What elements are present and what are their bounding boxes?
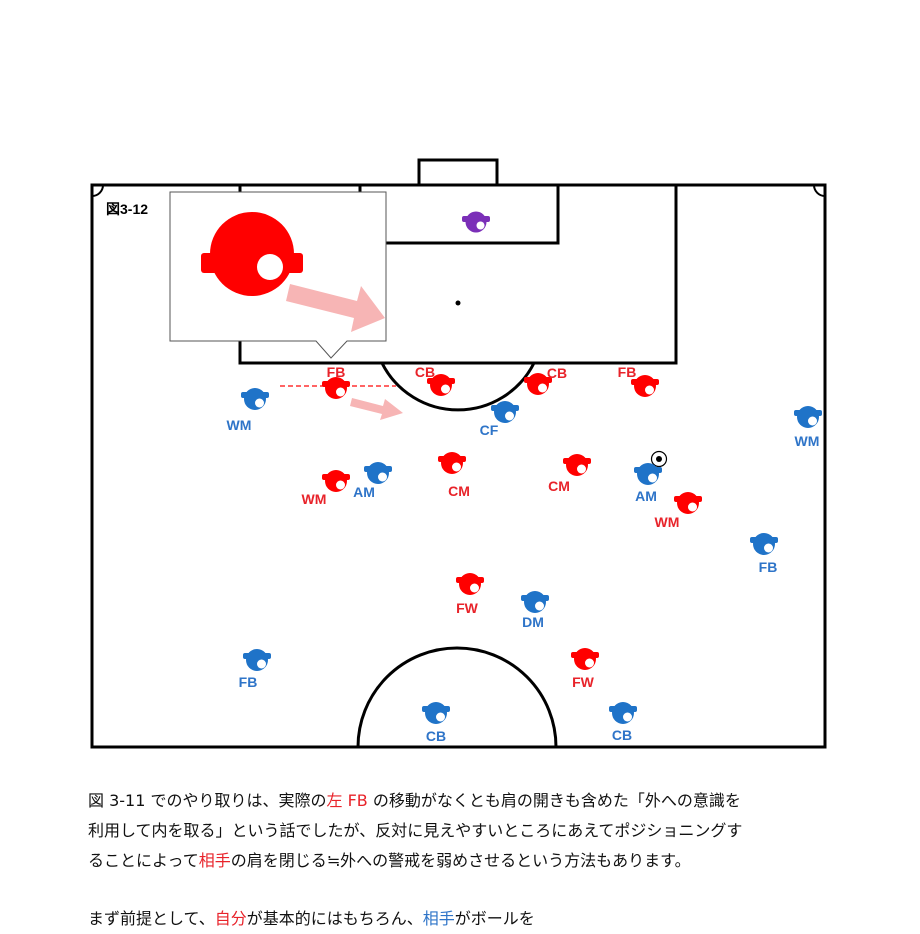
highlight-self: 自分 bbox=[214, 909, 247, 928]
highlight-left-fb: 左 FB bbox=[326, 791, 368, 810]
corner-arc-left bbox=[91, 184, 104, 197]
paragraph-text: 図 3-11 でのやり取りは、実際の bbox=[88, 791, 327, 810]
goal-area bbox=[358, 183, 560, 245]
blue-player-fb-7 bbox=[243, 649, 271, 671]
red-label-cb-1: CB bbox=[415, 364, 435, 380]
blue-player-cf-1 bbox=[491, 401, 519, 423]
penalty-arc bbox=[380, 362, 536, 412]
red-player-cb-1 bbox=[427, 374, 455, 396]
blue-player-cb-9 bbox=[609, 702, 637, 724]
paragraph-text: がボールを bbox=[454, 909, 535, 928]
blue-label-fb-7: FB bbox=[239, 674, 258, 690]
red-label-cm-4: CM bbox=[448, 483, 470, 499]
red-player-cb-2 bbox=[524, 373, 552, 395]
paragraph-line-2: 利用して内を取る」という話でしたが、反対に見えやすいところにあえてポジショニング… bbox=[88, 816, 848, 846]
corner-arc-right bbox=[813, 184, 826, 197]
paragraph-line-3: ることによって相手の肩を閉じる≒外への警戒を弱めさせるという方法もあります。 bbox=[88, 846, 848, 876]
paragraph-line-4-cut: まず前提として、自分が基本的にはもちろん、相手がボールを bbox=[88, 904, 848, 934]
red-player-cm-4 bbox=[438, 452, 466, 474]
red-player-wm-6 bbox=[322, 470, 350, 492]
red-label-fw-8: FW bbox=[456, 600, 479, 616]
goal bbox=[417, 158, 499, 187]
red-label-fb-0: FB bbox=[327, 364, 346, 380]
red-label-cb-2: CB bbox=[547, 365, 567, 381]
small-movement-arrow bbox=[350, 398, 403, 420]
blue-player-am-3 bbox=[364, 462, 392, 484]
red-label-wm-6: WM bbox=[302, 491, 327, 507]
blue-player-dm-6 bbox=[521, 591, 549, 613]
paragraph-line-1: 図 3-11 でのやり取りは、実際の左 FB の移動がなくとも肩の開きも含めた「… bbox=[88, 786, 848, 816]
blue-label-am-3: AM bbox=[353, 484, 375, 500]
paragraph-text: まず前提として、 bbox=[88, 909, 215, 928]
paragraph-text: 利用して内を取る」という話でしたが、反対に見えやすいところにあえてポジショニング… bbox=[88, 821, 743, 840]
blue-player-wm-2 bbox=[794, 406, 822, 428]
paragraph-text: が基本的にはもちろん、 bbox=[246, 909, 423, 928]
callout-arrow bbox=[286, 284, 385, 332]
blue-label-cb-8: CB bbox=[426, 728, 446, 744]
players-layer: FB CB CB FB CM CM WM WM FW FW WM CF WM AM AM FB DM FB CB CB bbox=[227, 364, 822, 744]
blue-label-am-4: AM bbox=[635, 488, 657, 504]
highlight-opponent-blue: 相手 bbox=[422, 909, 455, 928]
blue-player-cb-8 bbox=[422, 702, 450, 724]
figure-label: 図3-12 bbox=[106, 201, 148, 217]
ball-icon bbox=[650, 450, 668, 468]
center-circle-arc bbox=[356, 646, 558, 748]
blue-label-cb-9: CB bbox=[612, 727, 632, 743]
blue-player-am-4 bbox=[634, 463, 662, 485]
blue-label-cf-1: CF bbox=[480, 422, 499, 438]
paragraph-text: ることによって bbox=[88, 851, 199, 870]
goalkeeper-token bbox=[462, 211, 490, 233]
red-label-wm-7: WM bbox=[655, 514, 680, 530]
red-label-fb-3: FB bbox=[618, 364, 637, 380]
paragraph-text: の移動がなくとも肩の開きも含めた「外への意識を bbox=[367, 791, 741, 810]
pitch-lines bbox=[90, 158, 827, 749]
red-player-wm-7 bbox=[674, 492, 702, 514]
paragraph-text: の肩を閉じる≒外への警戒を弱めさせるという方法もあります。 bbox=[230, 851, 691, 870]
red-label-cm-5: CM bbox=[548, 478, 570, 494]
blue-label-wm-2: WM bbox=[795, 433, 820, 449]
blue-label-wm-0: WM bbox=[227, 417, 252, 433]
penalty-spot bbox=[455, 300, 461, 306]
blue-player-fb-5 bbox=[750, 533, 778, 555]
red-label-fw-9: FW bbox=[572, 674, 595, 690]
red-player-cm-5 bbox=[563, 454, 591, 476]
highlight-opponent: 相手 bbox=[198, 851, 231, 870]
blue-label-fb-5: FB bbox=[759, 559, 778, 575]
red-player-fb-3 bbox=[631, 375, 659, 397]
callout-box bbox=[169, 191, 387, 359]
red-player-fw-8 bbox=[456, 573, 484, 595]
red-player-fb-0 bbox=[322, 377, 350, 399]
zoomed-player-icon bbox=[201, 212, 303, 296]
red-player-fw-9 bbox=[571, 648, 599, 670]
blue-player-wm-0 bbox=[241, 388, 269, 410]
blue-label-dm-6: DM bbox=[522, 614, 544, 630]
